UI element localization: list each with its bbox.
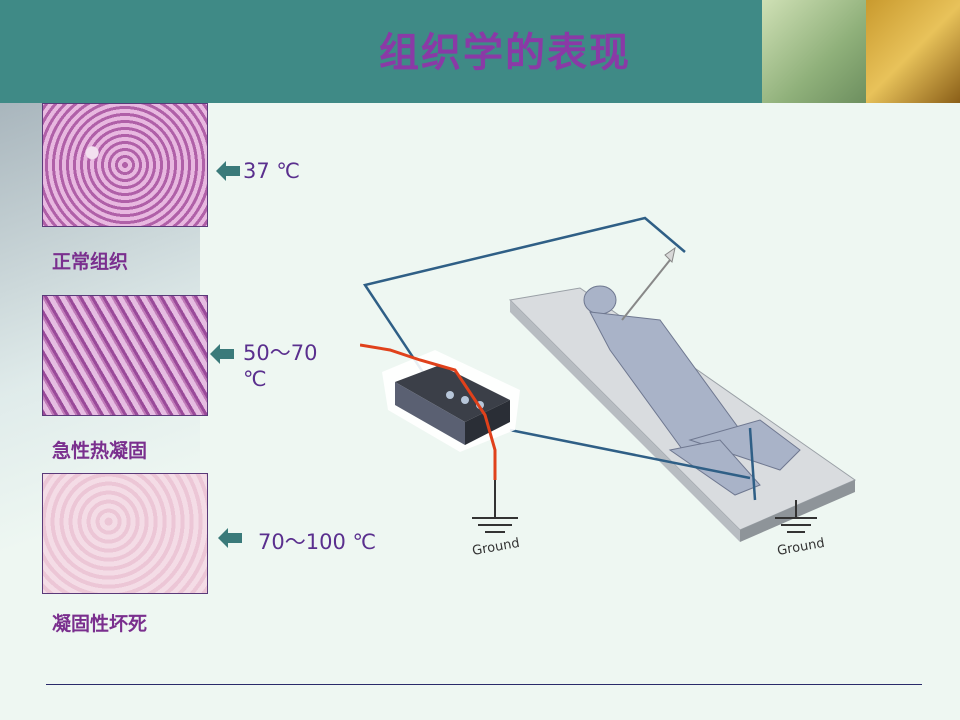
tissue-image-normal <box>42 103 208 227</box>
red-cable <box>360 343 497 480</box>
temperature-necrosis: 70～100 ℃ <box>258 530 377 554</box>
temperature-normal: 37 ℃ <box>243 159 300 183</box>
header-keyboard-image <box>866 0 960 103</box>
slide-title: 组织学的表现 <box>379 30 631 76</box>
ground-label-right: Ground <box>776 536 826 559</box>
tissue-image-necrosis <box>42 473 208 594</box>
electrode-needle <box>621 259 671 321</box>
caption-necrosis: 凝固性坏死 <box>52 613 148 635</box>
ground-symbol-right <box>775 500 817 533</box>
patient-figure <box>583 285 801 496</box>
rf-generator <box>382 350 520 452</box>
left-arrow-icon <box>216 161 240 181</box>
left-arrow-icon <box>210 344 234 364</box>
rf-ablation-diagram: Ground Ground <box>360 216 857 559</box>
footer-divider <box>46 684 922 685</box>
ground-label-left: Ground <box>471 536 521 559</box>
left-arrow-icon <box>218 528 242 548</box>
caption-normal: 正常组织 <box>52 251 129 273</box>
caption-acute-thermal: 急性热凝固 <box>52 440 148 462</box>
ground-symbol-left <box>472 480 518 533</box>
tissue-image-acute-thermal <box>42 295 208 416</box>
header-mouse-image <box>762 0 866 103</box>
temperature-acute-thermal: 50～70 ℃ <box>243 341 318 391</box>
